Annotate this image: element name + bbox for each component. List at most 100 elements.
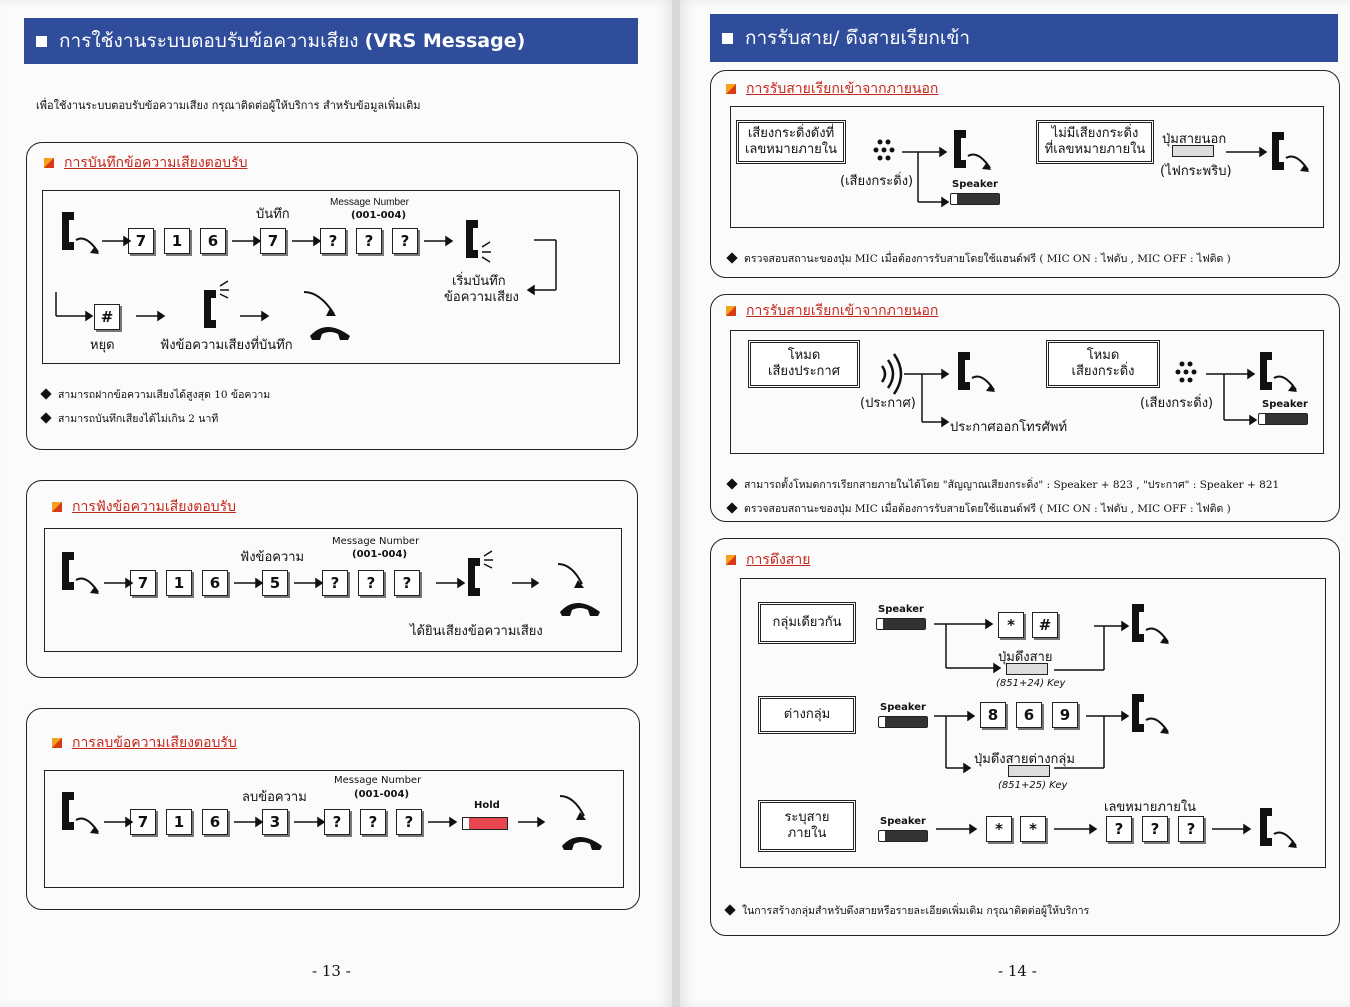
start-record-label-1: เริ่มบันทึก bbox=[452, 274, 506, 289]
pickup-section bbox=[710, 538, 1340, 936]
stop-label: หยุด bbox=[90, 338, 115, 353]
key-question[interactable]: ? bbox=[392, 228, 418, 254]
hold-label: Hold bbox=[474, 800, 500, 811]
page-number: - 14 - bbox=[998, 962, 1037, 980]
left-page: การใช้งานระบบตอบรับข้อความเสียง (VRS Mes… bbox=[0, 0, 672, 1007]
key-8[interactable]: 8 bbox=[980, 702, 1006, 728]
key-question[interactable]: ? bbox=[1142, 816, 1168, 842]
handset-lift-icon bbox=[1272, 132, 1309, 172]
pickup-note: ในการสร้างกลุ่มสำหรับดึงสายหรือรายละเอีย… bbox=[724, 902, 1089, 919]
sound-waves-icon bbox=[880, 353, 903, 395]
key-5[interactable]: 5 bbox=[262, 570, 288, 596]
external-diagram-graphics bbox=[873, 130, 1309, 208]
delete-section bbox=[26, 708, 640, 910]
handset-lift-icon bbox=[958, 352, 995, 392]
key-star[interactable]: * bbox=[998, 612, 1024, 638]
record-diagram-graphics bbox=[55, 212, 557, 340]
handset-lift-icon bbox=[954, 130, 991, 170]
speaker-button[interactable] bbox=[1258, 413, 1308, 425]
outside-line-button[interactable] bbox=[1172, 145, 1214, 157]
key-question[interactable]: ? bbox=[358, 570, 384, 596]
key-question[interactable]: ? bbox=[394, 570, 420, 596]
intro-text: เพื่อใช้งานระบบตอบรับข้อความเสียง กรุณาต… bbox=[36, 99, 421, 112]
handset-lift-icon bbox=[1260, 352, 1297, 392]
section-bullet-icon bbox=[52, 502, 62, 512]
record-diagram-frame bbox=[42, 190, 620, 364]
key-6[interactable]: 6 bbox=[1016, 702, 1042, 728]
banner-title-thai: การใช้งานระบบตอบรับข้อความเสียง bbox=[59, 30, 359, 52]
internal-call-title: การรับสายเรียกเข้าจากภายนอก bbox=[726, 300, 938, 322]
key-question[interactable]: ? bbox=[1178, 816, 1204, 842]
message-number-label: Message Number bbox=[334, 775, 422, 786]
ringing-extension-box: เสียงกระดิ่งดังที่เลขหมายภายใน bbox=[736, 120, 846, 164]
key-9[interactable]: 9 bbox=[1052, 702, 1078, 728]
listen-section-title: การฟังข้อความเสียงตอบรับ bbox=[52, 496, 236, 518]
key-question[interactable]: ? bbox=[1106, 816, 1132, 842]
section-bullet-icon bbox=[44, 158, 54, 168]
record-section-title: การบันทึกข้อความเสียงตอบรับ bbox=[44, 152, 247, 174]
banner-title: การรับสาย/ ดึงสายเรียกเข้า bbox=[745, 27, 970, 49]
no-ring-box: ไม่มีเสียงกระดิ่งที่เลขหมายภายใน bbox=[1036, 120, 1154, 164]
speaker-button[interactable] bbox=[950, 193, 1000, 205]
key-hash[interactable]: # bbox=[1032, 612, 1058, 638]
external-diagram-frame bbox=[730, 106, 1324, 228]
key-1[interactable]: 1 bbox=[164, 228, 190, 254]
key-1[interactable]: 1 bbox=[166, 570, 192, 596]
ring-mode-box: โหมดเสียงกระดิ่ง bbox=[1046, 340, 1160, 388]
listen-recorded-label: ฟังข้อความเสียงที่บันทึก bbox=[160, 338, 293, 353]
hang-up-icon bbox=[303, 291, 350, 340]
speaker-label: Speaker bbox=[1262, 399, 1308, 410]
record-note-1: สามารถฝากข้อความเสียงได้สูงสุด 10 ข้อควา… bbox=[40, 386, 270, 403]
key-6[interactable]: 6 bbox=[202, 809, 228, 835]
pickup-button[interactable] bbox=[1006, 663, 1048, 675]
key-question[interactable]: ? bbox=[320, 228, 346, 254]
speaker-button[interactable] bbox=[878, 716, 928, 728]
announce-out-label: ประกาศออกโทรศัพท์ bbox=[950, 420, 1068, 435]
announce-label: (ประกาศ) bbox=[860, 396, 916, 411]
listen-label: ฟังข้อความ bbox=[240, 550, 305, 565]
other-group-box: ต่างกลุ่ม bbox=[758, 696, 856, 734]
pickup-title: การดึงสาย bbox=[726, 549, 810, 571]
speaker-button[interactable] bbox=[878, 830, 928, 842]
listen-section bbox=[26, 480, 638, 678]
internal-diagram-frame bbox=[730, 330, 1324, 454]
handset-lift-icon bbox=[1132, 694, 1169, 734]
handset-lift-icon bbox=[1260, 808, 1297, 848]
speaker-label: Speaker bbox=[878, 604, 924, 615]
handset-lift-icon bbox=[62, 552, 99, 594]
key-question[interactable]: ? bbox=[396, 809, 422, 835]
key-6[interactable]: 6 bbox=[200, 228, 226, 254]
key-star[interactable]: * bbox=[1020, 816, 1046, 842]
handset-listen-icon bbox=[468, 550, 493, 596]
key-hash[interactable]: # bbox=[94, 304, 120, 330]
right-page: การรับสาย/ ดึงสายเรียกเข้า การรับสายเรีย… bbox=[680, 0, 1350, 1007]
page-title-banner: การรับสาย/ ดึงสายเรียกเข้า bbox=[710, 14, 1338, 62]
key-question[interactable]: ? bbox=[360, 809, 386, 835]
key-7[interactable]: 7 bbox=[130, 570, 156, 596]
key-star[interactable]: * bbox=[986, 816, 1012, 842]
ring-sound-label: (เสียงกระดิ่ง) bbox=[1140, 396, 1214, 411]
section-bullet-icon bbox=[726, 84, 736, 94]
key-question[interactable]: ? bbox=[356, 228, 382, 254]
key-6[interactable]: 6 bbox=[202, 570, 228, 596]
speaker-label: Speaker bbox=[880, 702, 926, 713]
square-bullet-icon bbox=[722, 32, 733, 44]
external-call-title: การรับสายเรียกเข้าจากภายนอก bbox=[726, 78, 938, 100]
ring-dots-icon bbox=[1175, 361, 1197, 383]
key-7[interactable]: 7 bbox=[128, 228, 154, 254]
key-question[interactable]: ? bbox=[322, 570, 348, 596]
hang-up-icon bbox=[559, 795, 602, 850]
pickup-other-button[interactable] bbox=[1008, 765, 1050, 777]
section-bullet-icon bbox=[726, 555, 736, 565]
handset-speaking-icon bbox=[466, 220, 491, 263]
pickup-button-label: ปุ่มดึงสาย bbox=[998, 650, 1053, 665]
record-label: บันทึก bbox=[256, 207, 290, 222]
speaker-button[interactable] bbox=[876, 618, 926, 630]
hold-button[interactable] bbox=[462, 817, 508, 830]
message-range-label: (001-004) bbox=[354, 789, 410, 800]
message-number-label: Message Number bbox=[330, 197, 409, 208]
key-1[interactable]: 1 bbox=[166, 809, 192, 835]
listen-diagram-frame bbox=[44, 528, 622, 652]
hang-up-icon bbox=[557, 563, 600, 616]
pickup-other-key-code: (851+25) Key bbox=[998, 780, 1068, 791]
